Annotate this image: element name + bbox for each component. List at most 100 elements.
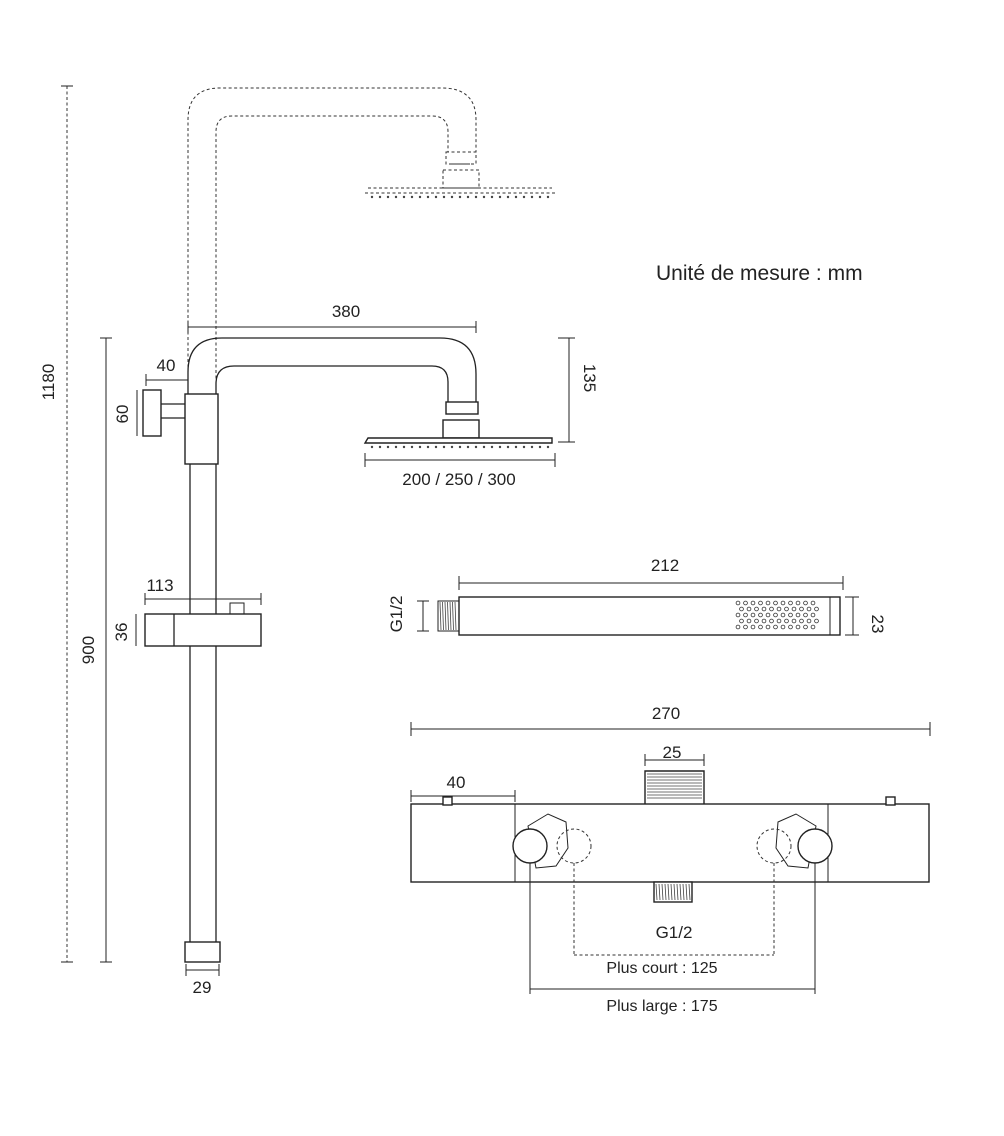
label-spacing-short: Plus court : 125	[606, 960, 717, 977]
label-holder-height: 36	[112, 623, 131, 642]
nozzle-dot	[466, 445, 470, 449]
hand-nozzle	[795, 600, 801, 606]
nozzle-dot	[378, 445, 382, 449]
hand-nozzle	[814, 606, 819, 612]
thread-line	[442, 601, 444, 631]
thread-line	[447, 601, 449, 631]
nozzle-dot	[450, 195, 454, 199]
hand-nozzle	[788, 600, 793, 606]
hand-nozzle	[773, 600, 778, 606]
nozzle-dot	[434, 445, 438, 449]
label-arm-length: 380	[332, 302, 360, 321]
nozzle-dot	[498, 445, 502, 449]
nozzle-dot	[474, 445, 478, 449]
thread-line	[682, 883, 685, 901]
nozzle-dot	[506, 195, 510, 199]
thread-line	[673, 883, 676, 901]
hand-nozzle	[750, 624, 756, 630]
thread-line	[664, 883, 667, 901]
dimension-hand-shower-thickness	[845, 596, 859, 636]
hand-nozzle	[746, 606, 752, 612]
shower-column	[142, 337, 477, 963]
nozzle-dot	[402, 445, 406, 449]
label-head-diameter: 200 / 250 / 300	[402, 470, 515, 489]
unit-note: Unité de mesure : mm	[656, 262, 863, 285]
nozzle-dot	[402, 195, 406, 199]
nozzle-dot	[410, 195, 414, 199]
label-hand-shower-length: 212	[651, 556, 679, 575]
hand-nozzle	[799, 618, 804, 624]
thread-line	[439, 601, 442, 631]
hand-nozzle	[784, 606, 789, 612]
thread-line	[688, 883, 691, 901]
thread-line	[661, 883, 664, 901]
hand-nozzle	[803, 600, 808, 606]
nozzle-dot	[538, 445, 542, 449]
hand-nozzle	[743, 612, 748, 618]
upper-shower-head-nozzles	[370, 195, 550, 199]
nozzle-dot	[482, 445, 486, 449]
hand-nozzle	[739, 606, 744, 612]
dimension-hand-shower-thread	[417, 600, 429, 632]
nozzle-dot	[458, 445, 462, 449]
mixer-dimension-width	[410, 722, 931, 736]
nozzle-dot	[418, 195, 422, 199]
nozzle-dot	[530, 445, 534, 449]
hand-nozzle	[795, 624, 801, 630]
nozzle-dot	[474, 195, 478, 199]
hand-nozzle	[810, 600, 816, 606]
nozzle-dot	[530, 195, 534, 199]
thread-line	[454, 601, 457, 631]
nozzle-dot	[490, 445, 494, 449]
nozzle-dot	[514, 195, 518, 199]
nozzle-dot	[386, 195, 390, 199]
nozzle-dot	[370, 195, 374, 199]
nozzle-dot	[482, 195, 486, 199]
dimension-total-height	[61, 85, 73, 963]
mixer-dimension-outlet	[644, 754, 705, 766]
hand-nozzle	[780, 600, 786, 606]
mixer-dimension-end	[410, 790, 516, 802]
label-tube-diameter: 29	[193, 978, 212, 997]
label-holder-width: 113	[146, 576, 173, 595]
dimension-spacing-long	[529, 863, 816, 994]
hand-nozzle	[784, 618, 789, 624]
thread-line	[655, 883, 658, 901]
thread-line	[679, 883, 682, 901]
thread-line	[685, 883, 688, 901]
label-arm-offset: 40	[157, 356, 176, 375]
hand-nozzle	[799, 606, 804, 612]
label-wall-bracket: 60	[113, 405, 132, 424]
nozzle-dot	[498, 195, 502, 199]
nozzle-dot	[386, 445, 390, 449]
dimension-hand-shower-length	[458, 576, 844, 590]
hand-nozzle	[739, 618, 744, 624]
hand-nozzle	[773, 612, 778, 618]
hand-nozzle	[769, 618, 774, 624]
label-hand-shower-thickness: 23	[868, 615, 887, 634]
nozzle-dot	[546, 445, 550, 449]
label-mixer-width: 270	[652, 704, 680, 723]
hand-nozzle	[758, 612, 763, 618]
thread-line	[670, 883, 673, 901]
label-mixer-thread: G1/2	[656, 923, 693, 942]
nozzle-dot	[418, 445, 422, 449]
nozzle-dot	[522, 195, 526, 199]
thread-line	[452, 601, 454, 631]
nozzle-dot	[490, 195, 494, 199]
hand-nozzle	[746, 618, 752, 624]
hand-nozzle	[758, 624, 763, 630]
label-mixer-end: 40	[447, 773, 466, 792]
hand-nozzle	[780, 624, 786, 630]
hand-nozzle	[803, 624, 808, 630]
nozzle-dot	[394, 195, 398, 199]
thread-line	[667, 883, 670, 901]
hand-nozzle	[743, 624, 748, 630]
dimension-head-height	[558, 337, 575, 443]
hand-nozzle	[769, 606, 774, 612]
nozzle-dot	[450, 445, 454, 449]
hand-nozzle	[735, 624, 741, 630]
nozzle-dot	[394, 445, 398, 449]
hand-nozzle	[814, 618, 819, 624]
